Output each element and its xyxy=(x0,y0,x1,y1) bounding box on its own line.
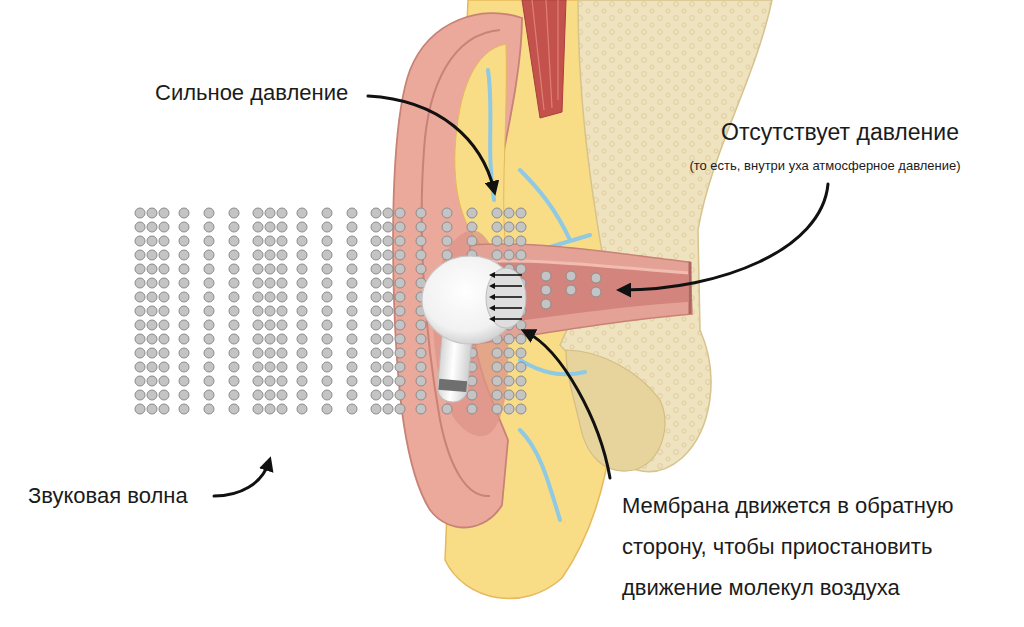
molecule-column xyxy=(135,208,145,414)
molecule-column xyxy=(371,208,381,414)
pinna-cartilage xyxy=(455,44,507,252)
no-pressure-label: Отсутствует давление xyxy=(690,118,990,146)
molecule-column xyxy=(253,208,263,414)
muscle xyxy=(522,0,566,118)
leader-arrow xyxy=(368,96,494,190)
molecule-column xyxy=(297,208,307,414)
leader-arrow xyxy=(214,462,269,496)
note-label: (то есть, внутри уха атмосферное давлени… xyxy=(655,157,995,174)
sound-wave-label: Звуковая волна xyxy=(28,482,213,510)
molecule-column xyxy=(383,208,393,414)
eardrum xyxy=(689,262,692,314)
pressure-label: Сильное давление xyxy=(155,80,365,106)
molecule-column xyxy=(277,208,287,414)
membrane-label: Мембрана движется в обратную сторону, чт… xyxy=(622,485,1014,608)
canal-molecules xyxy=(541,271,601,309)
leader-arrow xyxy=(526,332,610,478)
earbud-tip xyxy=(486,268,526,328)
earbud-stem-tip xyxy=(438,379,467,392)
mastoid-bone xyxy=(566,350,665,471)
molecule-column xyxy=(395,208,405,414)
molecule-column xyxy=(347,208,357,414)
molecule-column xyxy=(159,208,169,414)
muscle-fibers xyxy=(532,0,558,110)
molecule-column xyxy=(204,208,214,414)
molecule-column xyxy=(322,208,332,414)
earbud xyxy=(422,256,526,403)
molecule-column xyxy=(147,208,157,414)
molecule-column xyxy=(265,208,275,414)
leader-arrow xyxy=(622,184,828,290)
molecule-column xyxy=(179,208,189,414)
membrane-arrows xyxy=(492,275,522,319)
molecule-column xyxy=(229,208,239,414)
sound-wave-molecules xyxy=(135,208,526,414)
